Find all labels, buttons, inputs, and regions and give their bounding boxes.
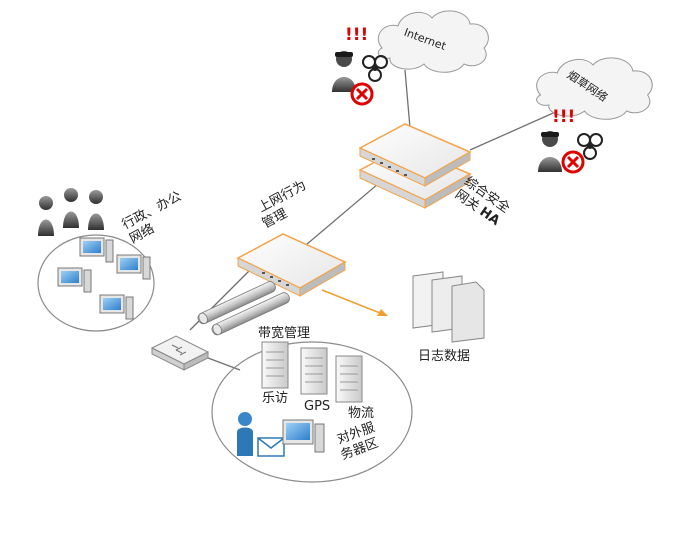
switch-icon (150, 335, 210, 371)
link-internet-gateway (404, 69, 411, 129)
office-network-zone (37, 234, 155, 332)
server-icon (261, 341, 289, 389)
user-icon (237, 412, 253, 456)
tobacco-threat: !!! (538, 107, 603, 174)
server-icon (300, 347, 328, 395)
blocked-icon (350, 82, 374, 106)
user-group (38, 188, 104, 236)
tobacco-alert: !!! (552, 107, 575, 127)
computer-icon (282, 419, 325, 453)
computer-icon (57, 267, 92, 293)
firewall-appliance-icon (358, 123, 472, 209)
behavior-mgmt-label: 上网行为 管理 (256, 178, 309, 232)
server-gps-label: GPS (304, 399, 330, 414)
server-zone-label: 对外服 务器区 (335, 420, 380, 463)
behavior-management-appliance (236, 233, 347, 297)
tobacco-network-cloud: 烟草网络 (536, 57, 653, 120)
computer-icon (79, 237, 114, 263)
internet-threat: !!! (332, 25, 388, 106)
link-gateway-behavior (299, 177, 386, 251)
mail-icon (257, 437, 285, 457)
bandwidth-mgmt-label: 带宽管理 (258, 325, 310, 341)
computer-icon (116, 254, 151, 280)
bandwidth-tubes (197, 281, 290, 336)
server-lefang-label: 乐访 (262, 391, 288, 406)
link-tobacco-gateway (469, 109, 561, 151)
connection-lines (189, 69, 561, 371)
biohazard-icon (362, 55, 388, 82)
user-icon (38, 196, 54, 236)
hacker-icon (538, 131, 562, 172)
internet-cloud: Internet (377, 10, 489, 73)
user-icon (63, 188, 79, 228)
server-zone (211, 341, 413, 483)
user-icon (88, 190, 104, 230)
computer-icon (99, 294, 134, 320)
computer-group (57, 237, 151, 320)
document-icon (412, 271, 485, 343)
log-arrow (321, 289, 388, 316)
blocked-icon (561, 150, 585, 174)
server-logistics-label: 物流 (348, 406, 374, 421)
hacker-icon (332, 51, 356, 92)
server-icon (335, 355, 363, 403)
server-group (261, 341, 363, 403)
internet-alert: !!! (345, 25, 368, 45)
biohazard-icon (577, 133, 603, 160)
log-data-label: 日志数据 (418, 349, 470, 364)
office-net-label: 行政、办公 网络 (120, 189, 184, 247)
